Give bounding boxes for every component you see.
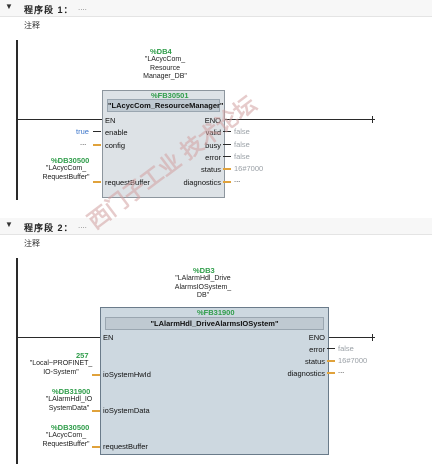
- segment-1-title: 程序段 1：: [24, 5, 74, 15]
- collapse-triangle-icon[interactable]: ▼: [5, 2, 13, 11]
- rb-wire-2: [92, 446, 100, 448]
- eno-wire-2: [327, 337, 375, 338]
- diag-value-1[interactable]: ...: [234, 175, 241, 184]
- rb-name-1[interactable]: "LAcycCom_ RequestBuffer": [42, 165, 90, 181]
- status-value-1[interactable]: 16#7000: [234, 164, 264, 173]
- block-name-1: "LAcycCom_ResourceManager": [107, 99, 224, 112]
- pin-valid: valid: [205, 128, 221, 137]
- collapse-triangle-icon[interactable]: ▼: [5, 220, 13, 229]
- wire-end-2: [372, 334, 373, 341]
- segment-2-header[interactable]: ▼ 程序段 2： ....: [0, 218, 432, 235]
- diag-wire-1: [223, 181, 231, 183]
- segment-1-comment[interactable]: 注释: [24, 21, 40, 30]
- instance-name-1[interactable]: "LAcycCom_ Resource Manager_DB": [143, 56, 187, 80]
- diag-wire-2: [327, 372, 335, 374]
- rb-name-2[interactable]: "LAcycCom_ RequestBuffer": [42, 432, 90, 448]
- instance-name-2[interactable]: "LAlarmHdl_Drive AlarmsIOSystem_ DB": [174, 275, 232, 299]
- hwid-value[interactable]: 257: [76, 351, 89, 360]
- valid-value[interactable]: false: [234, 127, 250, 136]
- pin-error-1: error: [205, 153, 221, 162]
- pin-request-buffer-2: requestBuffer: [103, 442, 148, 451]
- iod-wire: [92, 410, 100, 412]
- function-block-1[interactable]: %FB30501 "LAcycCom_ResourceManager" EN E…: [102, 90, 225, 198]
- hwid-name[interactable]: "Local~PROFINET_ IO-System": [29, 360, 93, 376]
- block-number-2: %FB31900: [197, 308, 235, 317]
- rb-db-2[interactable]: %DB30500: [51, 423, 90, 432]
- power-rail-1: [16, 40, 18, 200]
- status-value-2[interactable]: 16#7000: [338, 356, 368, 365]
- iod-name[interactable]: "LAlarmHdl_IO SystemData": [45, 396, 93, 412]
- eno-value-2[interactable]: false: [338, 344, 354, 353]
- pin-eno-2: ENO: [308, 333, 325, 342]
- block-name-2: "LAlarmHdl_DriveAlarmsIOSystem": [105, 317, 324, 330]
- segment-2-dots: ....: [78, 221, 87, 230]
- iod-db[interactable]: %DB31900: [52, 387, 91, 396]
- rb-wire-1: [93, 181, 101, 183]
- pin-diagnostics-1: diagnostics: [183, 178, 221, 187]
- pin-io-system-data: ioSystemData: [103, 406, 150, 415]
- error-value-1[interactable]: false: [234, 152, 250, 161]
- pin-diagnostics-2: diagnostics: [287, 369, 325, 378]
- error-wire-2: [327, 348, 335, 349]
- segment-2-comment[interactable]: 注释: [24, 239, 40, 248]
- instance-db-2[interactable]: %DB3: [193, 266, 215, 275]
- segment-1-header[interactable]: ▼ 程序段 1： ....: [0, 0, 432, 17]
- pin-en-2: EN: [103, 333, 114, 342]
- pin-request-buffer-1: requestBuffer: [105, 178, 150, 187]
- pin-busy: busy: [205, 141, 221, 150]
- power-rail-2: [16, 258, 18, 464]
- function-block-2[interactable]: %FB31900 "LAlarmHdl_DriveAlarmsIOSystem"…: [100, 307, 329, 455]
- instance-db-1[interactable]: %DB4: [150, 47, 172, 56]
- wire-end-1: [372, 116, 373, 123]
- valid-wire: [223, 131, 231, 132]
- pin-status-1: status: [200, 165, 221, 174]
- enable-wire: [93, 131, 101, 132]
- status-wire-1: [223, 168, 231, 170]
- eno-wire-1: [223, 119, 375, 120]
- error-wire-1: [223, 156, 231, 157]
- enable-value[interactable]: true: [76, 127, 89, 136]
- pin-io-system-hwid: ioSystemHwId: [103, 370, 151, 379]
- segment-2-title: 程序段 2：: [24, 223, 74, 233]
- busy-value[interactable]: false: [234, 140, 250, 149]
- en-wire-1: [17, 119, 103, 120]
- busy-wire: [223, 144, 231, 145]
- hwid-wire: [92, 374, 100, 376]
- segment-1-dots: ....: [78, 3, 87, 12]
- block-number-1: %FB30501: [151, 91, 189, 100]
- status-wire-2: [327, 360, 335, 362]
- config-value[interactable]: ...: [80, 138, 87, 147]
- rb-db-1[interactable]: %DB30500: [51, 156, 90, 165]
- pin-enable: enable: [105, 128, 128, 137]
- diag-value-2[interactable]: ...: [338, 366, 345, 375]
- config-wire: [93, 144, 101, 146]
- en-wire-2: [17, 337, 101, 338]
- pin-status-2: status: [304, 357, 325, 366]
- pin-en-1: EN: [105, 116, 116, 125]
- pin-error-2: error: [309, 345, 325, 354]
- pin-config: config: [105, 141, 126, 150]
- pin-eno-1: ENO: [204, 116, 221, 125]
